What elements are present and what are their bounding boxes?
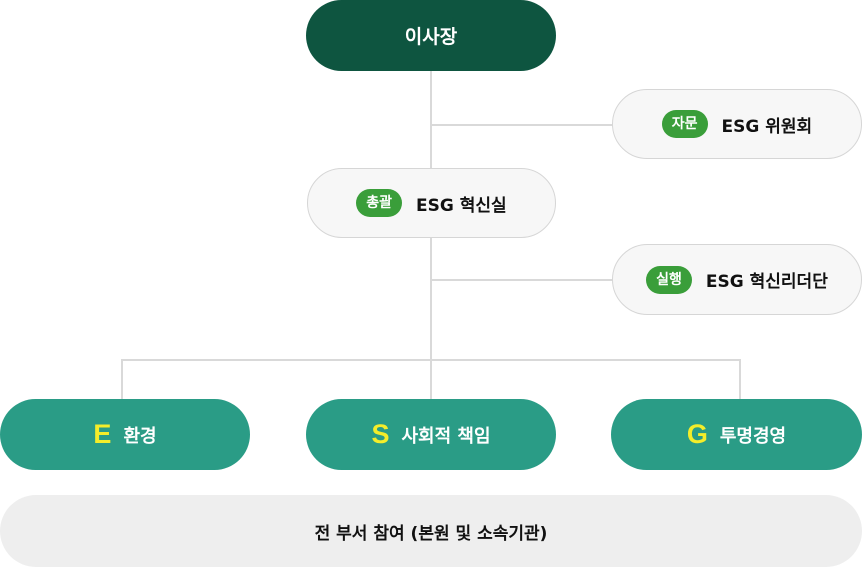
- connector-to-e: [121, 359, 123, 401]
- connector-to-execution: [431, 279, 613, 281]
- execution-label: ESG 혁신리더단: [705, 272, 828, 292]
- esg-leader-group-node: 실행 ESG 혁신리더단: [612, 244, 862, 315]
- pillar-governance-node: G 투명경영: [611, 399, 862, 470]
- participation-label: 전 부서 참여 (본원 및 소속기관): [314, 523, 548, 544]
- pillar-g-letter: G: [686, 419, 708, 449]
- office-label: ESG 혁신실: [416, 195, 507, 216]
- pillar-s-letter: S: [371, 419, 390, 449]
- pillar-s-label: 사회적 책임: [401, 425, 491, 447]
- advisory-label: ESG 위원회: [721, 116, 813, 137]
- execution-badge: 실행: [646, 265, 692, 294]
- connector-horizontal-branch: [121, 359, 741, 361]
- connector-office-to-branches: [430, 238, 432, 400]
- pillar-social-node: S 사회적 책임: [306, 399, 556, 470]
- advisory-badge: 자문: [661, 110, 708, 138]
- pillar-e-label: 환경: [123, 425, 157, 447]
- pillar-g-label: 투명경영: [719, 425, 787, 447]
- chairman-label: 이사장: [404, 26, 458, 48]
- connector-to-g: [739, 359, 741, 401]
- all-departments-bar: 전 부서 참여 (본원 및 소속기관): [0, 495, 862, 567]
- chairman-node: 이사장: [306, 0, 556, 71]
- connector-to-advisory: [431, 124, 613, 126]
- pillar-environment-node: E 환경: [0, 399, 250, 470]
- advisory-committee-node: 자문 ESG 위원회: [612, 89, 862, 159]
- esg-office-node: 총괄 ESG 혁신실: [307, 168, 556, 238]
- connector-root-to-office: [430, 70, 432, 170]
- office-badge: 총괄: [356, 189, 403, 217]
- pillar-e-letter: E: [93, 419, 112, 449]
